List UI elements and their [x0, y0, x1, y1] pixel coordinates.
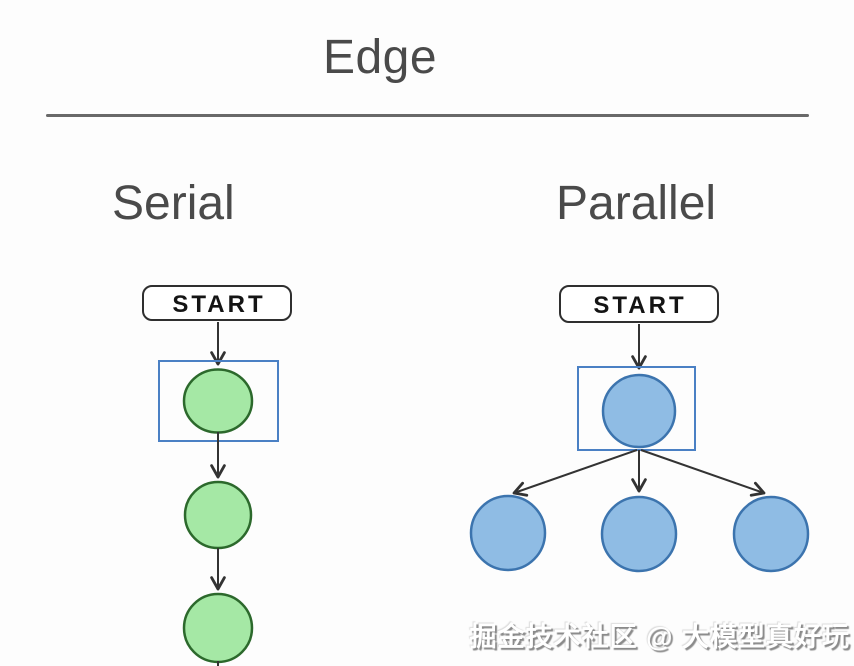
serial-node-2	[183, 480, 253, 550]
page-title: Edge	[322, 31, 438, 84]
serial-start-label: START	[172, 291, 265, 318]
serial-node-1	[182, 368, 254, 434]
serial-flow: START	[142, 285, 292, 666]
title-divider	[46, 114, 809, 117]
parallel-edge-to-branch3	[640, 449, 766, 497]
parallel-branch-node-2	[600, 495, 678, 573]
parallel-branch-node-1	[469, 494, 547, 572]
parallel-node-1	[601, 373, 677, 449]
parallel-start-box	[559, 285, 719, 323]
serial-start-box	[142, 285, 292, 321]
parallel-branch-node-3	[732, 495, 810, 573]
serial-heading: Serial	[112, 177, 235, 230]
parallel-start-label: START	[593, 292, 686, 319]
serial-node-3	[182, 592, 254, 664]
watermark-text: 掘金技术社区 @ 大模型真好玩	[469, 622, 850, 652]
parallel-flow: START	[469, 285, 810, 573]
parallel-edge-to-branch1	[512, 449, 638, 497]
parallel-heading: Parallel	[556, 177, 717, 230]
